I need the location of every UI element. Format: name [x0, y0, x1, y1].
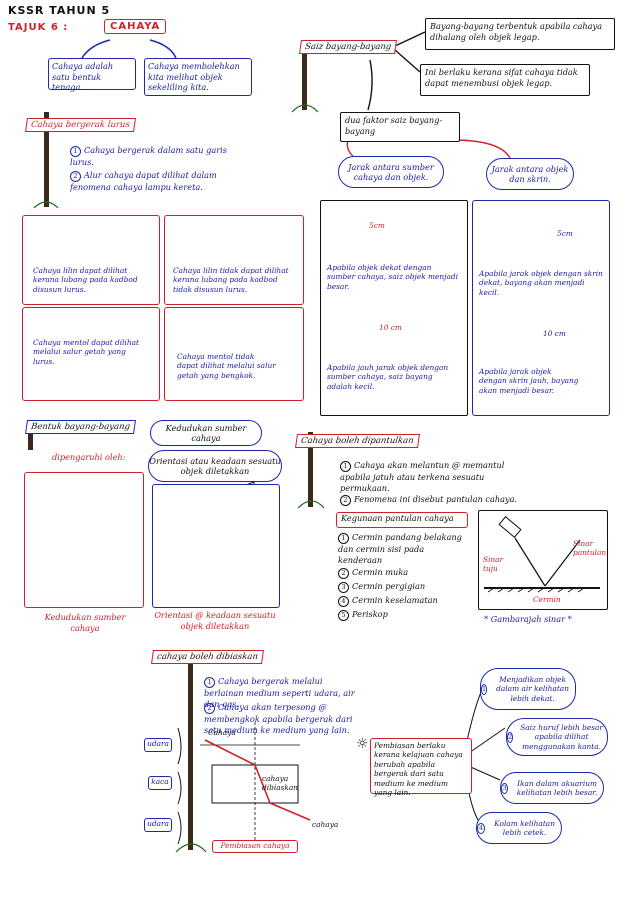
- factor-object-screen: Jarak antara objek dan skrin.: [486, 158, 574, 190]
- factor-light-position: Kedudukan sumber cahaya: [150, 420, 262, 446]
- factor-source-object: Jarak antara sumber cahaya dan objek.: [338, 156, 444, 188]
- factor-object-orientation: Orientasi atau keadaan sesuatu objek dil…: [148, 450, 282, 482]
- number-2-icon: 2: [340, 495, 351, 506]
- shadow-definition: Bayang-bayang terbentuk apabila cahaya d…: [425, 18, 615, 50]
- panel-bulb-straight: Cahaya mentol dapat dilihat melalui salu…: [22, 307, 160, 401]
- number-1-icon: 1: [340, 461, 351, 472]
- panel-reflection-diagram: Sinar tuju Sinar pantulan Cermin: [478, 510, 608, 610]
- panel-orientation: [152, 484, 280, 608]
- sign-shadow-size: Saiz bayang-bayang: [299, 40, 398, 54]
- medium-glass: kaca: [148, 776, 172, 790]
- label-light-out: cahaya: [312, 820, 339, 829]
- panel-screen-distance: 5cm Apabila jarak objek dengan skrin dek…: [472, 200, 610, 416]
- label-incident-ray: Sinar tuju: [483, 555, 504, 574]
- label-mirror: Cermin: [533, 595, 561, 604]
- caption-far-screen: Apabila jarak objek dengan skrin jauh, b…: [479, 367, 579, 395]
- caption-bulb-straight: Cahaya mentol dapat dilihat melalui salu…: [33, 338, 139, 366]
- number-2-icon: 2: [204, 703, 215, 714]
- refraction-definition: Pembiasan berlaku kerana kelajuan cahaya…: [370, 738, 472, 797]
- number-1-icon: 1: [481, 683, 488, 695]
- panel-candle-blocked: Cahaya lilin tidak dapat dilihat kerana …: [164, 215, 304, 305]
- panel-light-position: [24, 472, 144, 608]
- label-reflected-ray: Sinar pantulan: [573, 539, 607, 558]
- intro-def-see: Cahaya membolehkan kita melihat objek se…: [144, 58, 252, 96]
- shadow-factors: dua faktor saiz bayang-bayang: [340, 112, 460, 142]
- number-1-icon: 1: [70, 146, 81, 157]
- medium-air-top: udara: [144, 738, 172, 752]
- medium-air-bottom: udara: [144, 818, 172, 832]
- distance-5cm-screen: 5cm: [557, 229, 573, 238]
- sign-shadow-shape: Bentuk bayang-bayang: [25, 420, 136, 434]
- panel-source-distance: 5cm Apabila objek dekat dengan sumber ca…: [320, 200, 468, 416]
- intro-def-energy: Cahaya adalah satu bentuk tenaga.: [48, 58, 136, 92]
- caption-candle-straight: Cahaya lilin dapat dilihat kerana lubang…: [33, 266, 138, 294]
- label-refracted: cahaya dibiaskan: [262, 774, 299, 793]
- caption-candle-blocked: Cahaya lilin tidak dapat dilihat kerana …: [173, 266, 289, 294]
- refraction-caption: Pembiasan cahaya: [212, 840, 298, 853]
- bulb-icon: ☼: [356, 736, 369, 752]
- header-topic: CAHAYA: [104, 19, 167, 34]
- panel-bulb-bent: Cahaya mentol tidak dapat dilihat melalu…: [164, 307, 304, 401]
- number-2-icon: 2: [507, 731, 514, 743]
- distance-10cm-screen: 10 cm: [543, 329, 566, 338]
- label-light-in: Cahaya: [208, 728, 236, 737]
- panel-candle-straight: Cahaya lilin dapat dilihat kerana lubang…: [22, 215, 160, 305]
- distance-5cm-source: 5cm: [369, 221, 385, 230]
- uses-title: Kegunaan pantulan cahaya: [336, 512, 468, 528]
- number-4-icon: 4: [477, 822, 486, 834]
- number-2-icon: 2: [70, 171, 81, 182]
- header-tajuk: TAJUK 6 :: [8, 22, 69, 33]
- number-3-icon: 3: [501, 782, 509, 794]
- caption-near-screen: Apabila jarak objek dengan skrin dekat, …: [479, 269, 603, 297]
- caption-orientation: Orientasi @ keadaan sesuatu objek dileta…: [154, 610, 276, 631]
- caption-bulb-bent: Cahaya mentol tidak dapat dilihat melalu…: [177, 352, 276, 380]
- header-kssr: KSSR TAHUN 5: [8, 4, 111, 17]
- sign-reflection: Cahaya boleh dipantulkan: [295, 434, 420, 448]
- distance-10cm-source: 10 cm: [379, 323, 402, 332]
- shadow-reason: Ini berlaku kerana sifat cahaya tidak da…: [420, 64, 590, 96]
- sign-refraction: cahaya boleh dibiaskan: [151, 650, 264, 664]
- ray-diagram-caption: * Gambarajah sinar *: [484, 614, 572, 624]
- caption-near-source: Apabila objek dekat dengan sumber cahaya…: [327, 263, 458, 291]
- influenced-by: dipengaruhi oleh:: [52, 452, 126, 462]
- caption-far-source: Apabila jauh jarak objek dengan sumber c…: [327, 363, 449, 391]
- number-1-icon: 1: [204, 677, 215, 688]
- caption-light-position: Kedudukan sumber cahaya: [44, 612, 126, 633]
- sign-straight: Cahaya bergerak lurus: [25, 118, 136, 132]
